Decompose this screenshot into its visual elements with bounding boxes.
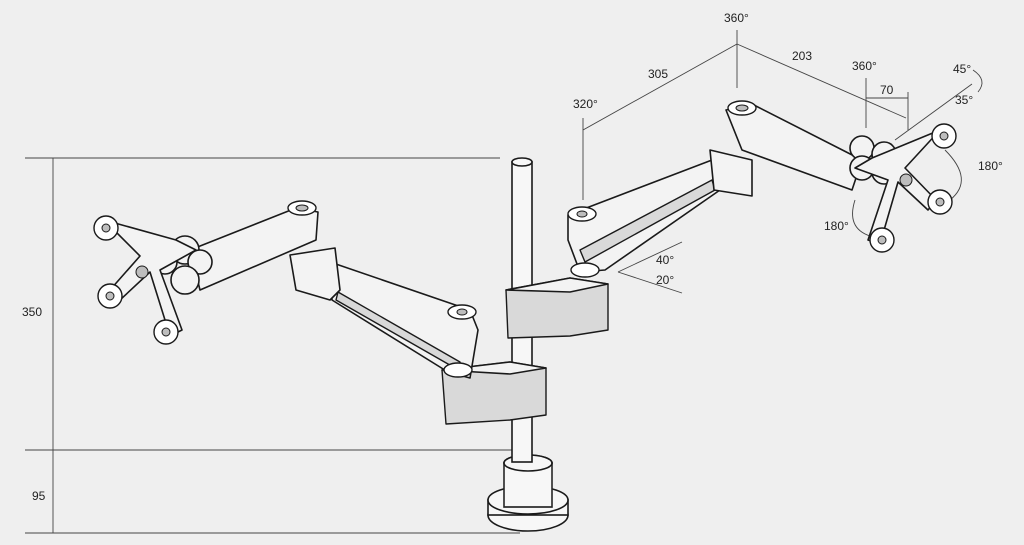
arm-down-angle-label: 20° (656, 273, 674, 287)
tilt-down-label: 35° (955, 93, 973, 107)
top-dimension-lines (582, 30, 983, 294)
head-spin-right-label: 180° (978, 159, 1003, 173)
arm-up-angle-label: 40° (656, 253, 674, 267)
head-spin-left-label: 180° (824, 219, 849, 233)
height-upper-label: 350 (22, 305, 42, 319)
left-arm-assembly (93, 200, 547, 425)
pole-rotation-label: 360° (724, 11, 749, 25)
arm-length-1-label: 305 (648, 67, 668, 81)
height-base-label: 95 (32, 489, 46, 503)
tilt-up-label: 45° (953, 62, 971, 76)
desk-clamp-base (487, 454, 569, 532)
left-joint-angle-label: 320° (573, 97, 598, 111)
height-dimension-lines (25, 157, 520, 534)
right-arm-assembly (505, 100, 957, 339)
arm-length-2-label: 203 (792, 49, 812, 63)
head-rotation-label: 360° (852, 59, 877, 73)
offset-label: 70 (880, 83, 894, 97)
